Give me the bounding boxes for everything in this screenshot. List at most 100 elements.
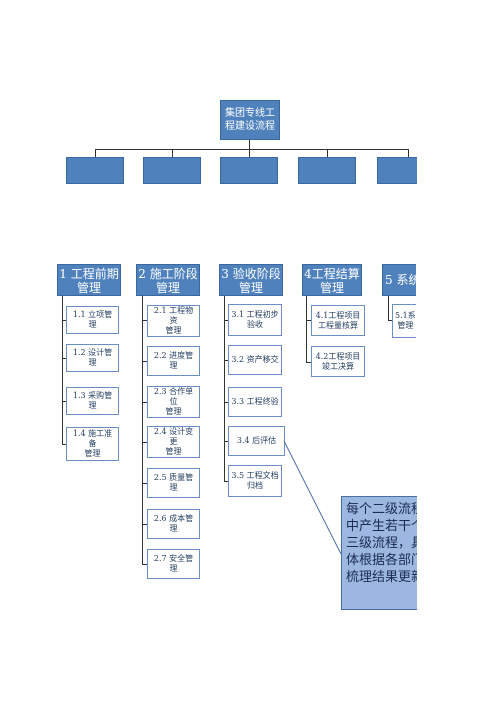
right-edge-mask (417, 0, 496, 702)
cat5-spine (388, 296, 389, 321)
cat2-tick-3 (142, 402, 147, 403)
category-1-box: 1 工程前期 管理 (57, 264, 121, 296)
item-2-7-label: 2.7 安全管理 (153, 554, 194, 573)
item-2-2-label: 2.2 进度管理 (153, 351, 194, 370)
item-2-3: 2.3 合作单位 管理 (147, 386, 200, 418)
item-2-1-line1: 2.1 工程物资 (153, 306, 194, 325)
item-3-3-label: 3.3 工程终验 (231, 397, 279, 406)
cat1-tick-1 (62, 320, 66, 321)
item-4-1: 4.1工程项目 工程量核算 (311, 305, 365, 336)
top-box-2 (143, 157, 201, 184)
note-line-4: 体根据各部门 (346, 553, 425, 568)
top-box-1 (66, 157, 124, 184)
item-3-4: 3.4 后评估 (228, 426, 285, 456)
item-5-1-line2: 管理 (397, 321, 414, 330)
top-bus (95, 149, 409, 150)
item-1-3-label: 1.3 采购管理 (72, 391, 113, 410)
cat3-tick-2 (224, 360, 228, 361)
category-5-line1: 5 系统 (385, 273, 416, 287)
item-3-5-line1: 3.5 工程文档 (231, 471, 279, 480)
cat5-tick-1 (388, 320, 392, 321)
item-2-1-line2: 管理 (165, 326, 182, 335)
root-label-line1: 集团专线工 (225, 108, 275, 119)
item-4-2-line1: 4.2工程项目 (315, 351, 361, 361)
item-3-2-label: 3.2 资产移交 (231, 355, 279, 364)
top-box-5 (377, 157, 417, 184)
cat1-spine (62, 296, 63, 445)
category-2-line2: 管理 (155, 281, 180, 295)
item-2-3-line2: 管理 (165, 407, 182, 416)
category-4-line2: 管理 (319, 281, 344, 295)
item-3-2: 3.2 资产移交 (228, 345, 282, 375)
cat4-spine (306, 296, 307, 363)
cat3-spine (224, 296, 225, 482)
note-line-1: 每个二级流程 (346, 502, 425, 517)
cat1-tick-3 (62, 401, 66, 402)
category-3-line1: 3 验收阶段 (221, 267, 281, 281)
top-drop-1 (95, 149, 96, 157)
cat3-tick-5 (224, 481, 228, 482)
item-2-4-line1: 2.4 设计变更 (153, 427, 194, 446)
cat2-tick-6 (142, 524, 147, 525)
item-2-7: 2.7 安全管理 (147, 549, 200, 579)
category-3-box: 3 验收阶段 管理 (219, 264, 283, 296)
top-box-4 (298, 157, 356, 184)
category-5-box: 5 系统 (382, 264, 416, 296)
item-5-1-line1: 5.1系 (395, 311, 416, 320)
cat1-tick-4 (62, 444, 66, 445)
cat4-tick-2 (306, 362, 311, 363)
callout-note: 每个二级流程 中产生若干个 三级流程，具 体根据各部门 梳理结果更新 (341, 496, 461, 610)
category-1-line2: 管理 (76, 281, 101, 295)
item-3-4-label: 3.4 后评估 (236, 436, 277, 445)
top-drop-4 (327, 149, 328, 157)
note-line-3: 三级流程，具 (346, 536, 425, 551)
item-1-3: 1.3 采购管理 (66, 387, 119, 415)
item-2-4: 2.4 设计变更 管理 (147, 426, 200, 458)
cat2-tick-7 (142, 564, 147, 565)
item-4-2-line2: 竣工决算 (321, 361, 354, 371)
item-1-1: 1.1 立项管理 (66, 306, 119, 334)
cat3-tick-3 (224, 402, 228, 403)
category-4-box: 4工程结算 管理 (302, 264, 362, 296)
item-2-6-label: 2.6 成本管理 (153, 514, 194, 533)
cat2-tick-5 (142, 483, 147, 484)
item-1-4: 1.4 施工准备 管理 (66, 427, 119, 461)
item-2-2: 2.2 进度管理 (147, 346, 200, 376)
item-3-3: 3.3 工程终验 (228, 387, 282, 417)
item-3-5-line2: 归档 (246, 481, 263, 490)
item-2-5: 2.5 质量管理 (147, 468, 200, 498)
top-drop-2 (172, 149, 173, 157)
item-3-1: 3.1 工程初步 验收 (228, 304, 282, 336)
cat3-tick-1 (224, 320, 228, 321)
item-2-3-line1: 2.3 合作单位 (153, 387, 194, 406)
item-2-4-line2: 管理 (165, 447, 182, 456)
root-node: 集团专线工 程建设流程 (220, 100, 280, 140)
item-4-2: 4.2工程项目 竣工决算 (311, 346, 365, 377)
category-4-line1: 4工程结算 (304, 267, 360, 281)
cat1-tick-2 (62, 358, 66, 359)
item-3-5: 3.5 工程文档 归档 (228, 465, 282, 497)
root-label-line2: 程建设流程 (225, 121, 275, 132)
cat2-tick-4 (142, 442, 147, 443)
note-line-5: 梳理结果更新 (346, 570, 425, 585)
cat4-tick-1 (306, 320, 311, 321)
cat2-spine (142, 296, 143, 565)
item-1-1-label: 1.1 立项管理 (72, 310, 113, 329)
item-2-1: 2.1 工程物资 管理 (147, 305, 200, 337)
item-1-2: 1.2 设计管理 (66, 344, 119, 372)
cat2-tick-1 (142, 320, 147, 321)
cat2-tick-2 (142, 361, 147, 362)
top-box-3 (220, 157, 278, 184)
item-4-1-line1: 4.1工程项目 (315, 310, 361, 320)
note-line-2: 中产生若干个 (346, 519, 425, 534)
root-stem (249, 140, 250, 149)
item-3-1-line1: 3.1 工程初步 (231, 310, 279, 319)
cat3-tick-4 (224, 441, 228, 442)
item-4-1-line2: 工程量核算 (317, 320, 358, 330)
category-3-line2: 管理 (238, 281, 263, 295)
item-2-6: 2.6 成本管理 (147, 509, 200, 539)
item-1-4-line1: 1.4 施工准备 (72, 429, 113, 448)
top-drop-5 (408, 149, 409, 157)
item-5-1: 5.1系 管理 (392, 304, 416, 338)
